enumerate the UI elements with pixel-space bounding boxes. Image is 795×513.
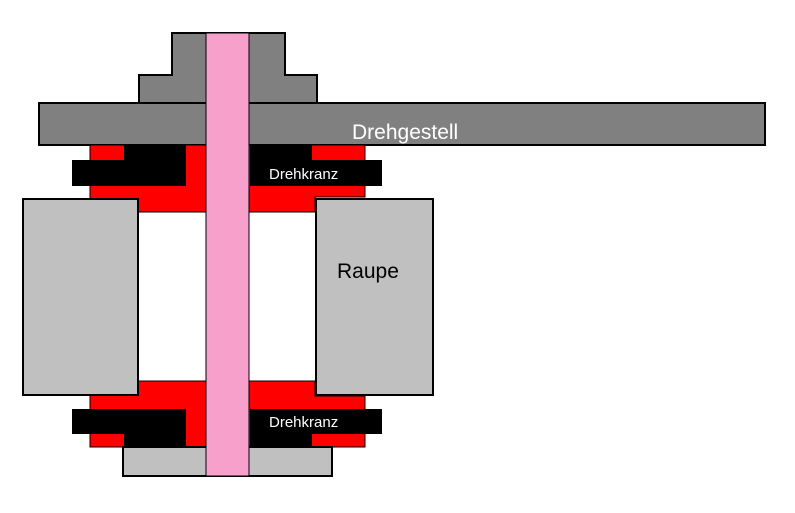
central-shaft [205,32,250,477]
upper-ring-black-right [250,145,382,186]
upper-ring-black-left [72,145,186,186]
crawler-right [315,198,434,396]
lower-ring-black-left [72,409,186,447]
drehgestell-beam [38,102,766,146]
crawler-left [22,198,139,396]
raupe-label: Raupe [337,260,399,283]
drehgestell-label: Drehgestell [352,121,458,144]
lower-ring-black-right [250,409,382,447]
drehkranz-label-top: Drehkranz [269,166,338,183]
drehkranz-label-bottom: Drehkranz [269,414,338,431]
